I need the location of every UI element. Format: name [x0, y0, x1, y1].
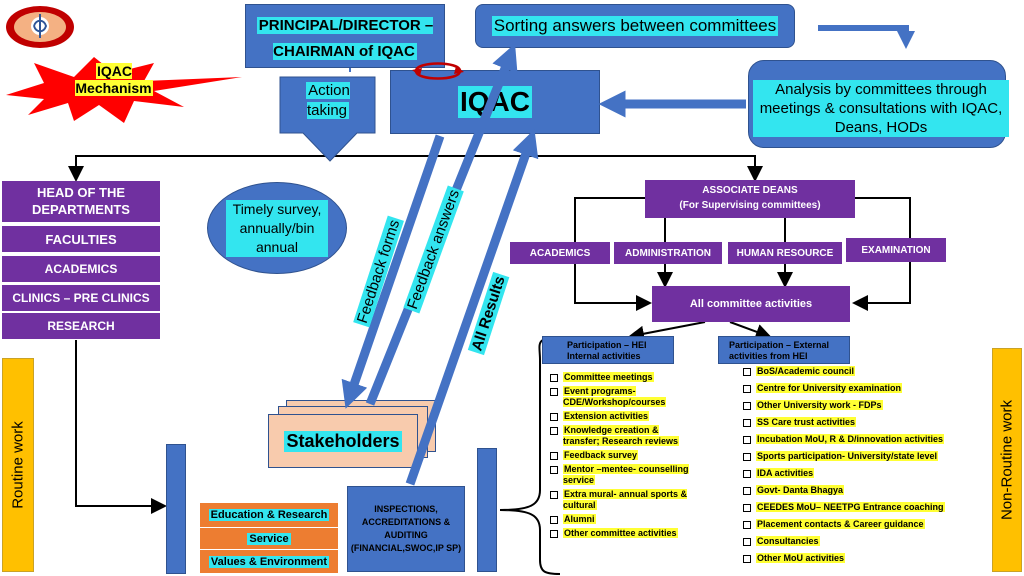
list-item: Extra mural- annual sports & cultural — [549, 489, 689, 511]
non-routine-work-box: Non-Routine work — [992, 348, 1022, 572]
routine-work-box: Routine work — [2, 358, 34, 572]
inspections-label: INSPECTIONS, ACCREDITATIONS & AUDITING (… — [350, 504, 462, 553]
dean-exam-box: EXAMINATION — [846, 238, 946, 262]
list-item: Committee meetings — [549, 372, 689, 383]
analysis-box: Analysis by committees through meetings … — [748, 60, 1009, 148]
external-activities-list: BoS/Academic council Centre for Universi… — [742, 366, 982, 570]
dean-hr-box: HUMAN RESOURCE — [728, 242, 842, 264]
deans-branch-left — [574, 197, 645, 242]
timely-survey-label: Timely survey, annually/bin annual — [226, 199, 328, 257]
associate-deans-sub-label: (For Supervising committees) — [679, 200, 821, 211]
values-environment-label: Values & Environment — [208, 555, 330, 568]
analysis-label: Analysis by committees through meetings … — [753, 79, 1009, 137]
faculties-label: FACULTIES — [45, 231, 117, 247]
list-item: Centre for University examination — [742, 383, 982, 394]
hod-label: HEAD OF THE DEPARTMENTS — [32, 185, 130, 217]
iqac-mechanism-label: IQAC Mechanism — [75, 63, 153, 96]
iqac-label: IQAC — [458, 86, 532, 118]
list-item: Consultancies — [742, 536, 982, 547]
list-item: Other committee activities — [549, 528, 689, 539]
sorting-box: Sorting answers between committees — [475, 4, 795, 48]
list-item: Sports participation- University/state l… — [742, 451, 982, 462]
academics-left-label: ACADEMICS — [44, 262, 118, 276]
principal-label: PRINCIPAL/DIRECTOR – CHAIRMAN of IQAC — [256, 17, 434, 60]
service-box: Service — [200, 527, 338, 549]
external-header-label: Participation – External activities from… — [729, 340, 830, 361]
timely-survey-ellipse: Timely survey, annually/bin annual — [207, 182, 347, 274]
list-item: Knowledge creation & transfer; Research … — [549, 425, 689, 447]
list-item: Govt- Danta Bhagya — [742, 485, 982, 496]
dean-exam-label: EXAMINATION — [861, 244, 931, 256]
service-label: Service — [247, 532, 291, 545]
top-connector-line — [75, 155, 763, 182]
clinics-box: CLINICS – PRE CLINICS — [2, 285, 160, 311]
inspections-box: INSPECTIONS, ACCREDITATIONS & AUDITING (… — [347, 486, 465, 572]
iqac-mechanism-burst: IQAC Mechanism — [4, 55, 244, 125]
left-routine-connector — [75, 340, 167, 514]
list-item: BoS/Academic council — [742, 366, 982, 377]
list-item: Feedback survey — [549, 450, 689, 461]
stakeholders-stack: Stakeholders — [268, 400, 438, 472]
dean-administration-box: ADMINISTRATION — [614, 242, 722, 264]
principal-box: PRINCIPAL/DIRECTOR – CHAIRMAN of IQAC — [245, 4, 445, 68]
values-environment-box: Values & Environment — [200, 549, 338, 573]
research-box: RESEARCH — [2, 313, 160, 339]
clinics-label: CLINICS – PRE CLINICS — [12, 291, 150, 305]
academics-to-committee — [574, 264, 652, 311]
research-label: RESEARCH — [47, 319, 115, 333]
academics-left-box: ACADEMICS — [2, 256, 160, 282]
action-taking-label: Action taking — [306, 82, 350, 119]
external-header-box: Participation – External activities from… — [718, 336, 850, 364]
internal-header-box: Participation – HEI Internal activities — [542, 336, 674, 364]
internal-header-label: Participation – HEI Internal activities — [567, 340, 647, 361]
education-research-label: Education & Research — [208, 509, 330, 521]
list-item: SS Care trust activities — [742, 417, 982, 428]
left-vertical-bar — [166, 444, 186, 574]
list-item: Mentor –mentee- counselling service — [549, 464, 689, 486]
faculties-box: FACULTIES — [2, 226, 160, 252]
activities-brace — [499, 337, 561, 575]
exam-to-committee — [852, 262, 911, 311]
committee-to-internal — [628, 321, 706, 342]
dean-administration-label: ADMINISTRATION — [625, 247, 711, 259]
deans-branch-right — [855, 197, 911, 238]
sorting-label: Sorting answers between committees — [491, 16, 779, 36]
routine-work-label: Routine work — [9, 421, 27, 509]
list-item: Other MoU activities — [742, 553, 982, 564]
hod-box: HEAD OF THE DEPARTMENTS — [2, 181, 160, 222]
list-item: Other University work - FDPs — [742, 400, 982, 411]
refresh-cycle-icon — [408, 56, 468, 86]
list-item: IDA activities — [742, 468, 982, 479]
list-item: Incubation MoU, R & D/innovation activit… — [742, 434, 982, 445]
education-research-box: Education & Research — [200, 503, 338, 527]
non-routine-work-label: Non-Routine work — [998, 399, 1016, 521]
list-item: Placement contacts & Career guidance — [742, 519, 982, 530]
list-item: Alumni — [549, 514, 689, 525]
committee-to-external — [729, 321, 772, 340]
action-taking-arrow: Action taking — [275, 75, 385, 163]
dean-academics-box: ACADEMICS — [510, 242, 610, 264]
list-item: CEEDES MoU– NEETPG Entrance coaching — [742, 502, 982, 513]
associate-deans-box: ASSOCIATE DEANS (For Supervising committ… — [645, 180, 855, 218]
college-logo — [4, 4, 76, 50]
all-committee-box: All committee activities — [652, 286, 850, 322]
list-item: Extension activities — [549, 411, 689, 422]
list-item: Event programs- CDE/Workshop/courses — [549, 386, 689, 408]
dean-hr-label: HUMAN RESOURCE — [736, 247, 834, 259]
associate-deans-label: ASSOCIATE DEANS — [702, 185, 798, 196]
all-committee-label: All committee activities — [689, 298, 813, 310]
stakeholders-label: Stakeholders — [284, 430, 402, 452]
internal-activities-list: Committee meetings Event programs- CDE/W… — [549, 372, 689, 542]
dean-academics-label: ACADEMICS — [529, 247, 591, 259]
right-vertical-bar — [477, 448, 497, 572]
